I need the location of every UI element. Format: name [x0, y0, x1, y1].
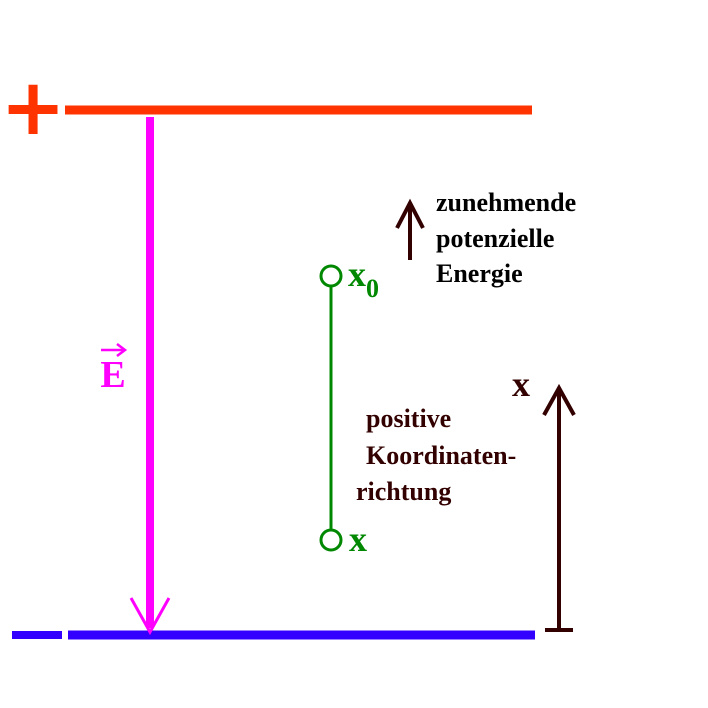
field-arrow-group: E — [100, 117, 171, 636]
direction-line-2: Koordinaten- — [366, 441, 516, 470]
coordinate-axis-label: x — [512, 364, 530, 404]
direction-line-1: positive — [366, 404, 451, 433]
plus-sign-label: + — [0, 63, 65, 153]
positive-plate-group: + — [0, 63, 532, 153]
start-point-marker — [319, 264, 343, 288]
energy-line-2: potenzielle — [436, 224, 554, 253]
coordinate-axis-group: x positive Koordinaten- richtung — [356, 364, 576, 632]
end-point-marker — [319, 528, 343, 552]
coordinate-arrow-head-icon — [542, 383, 576, 416]
start-point-main: x — [348, 254, 366, 294]
start-point-label: x0 — [348, 254, 379, 303]
negative-plate-group: − — [12, 630, 535, 640]
direction-line-3: richtung — [356, 477, 451, 506]
end-point-label: x — [349, 519, 367, 559]
start-point-subscript: 0 — [366, 274, 379, 303]
field-symbol-label: E — [100, 354, 125, 396]
field-arrow-head — [129, 597, 171, 636]
vector-arrow-head-icon — [116, 343, 128, 357]
energy-arrow-head-icon — [395, 198, 425, 229]
energy-line-1: zunehmende — [436, 188, 576, 217]
energy-annotation: zunehmende potenzielle Energie — [395, 188, 576, 288]
energy-line-3: Energie — [436, 259, 523, 288]
path-group: x0 x — [319, 254, 379, 559]
